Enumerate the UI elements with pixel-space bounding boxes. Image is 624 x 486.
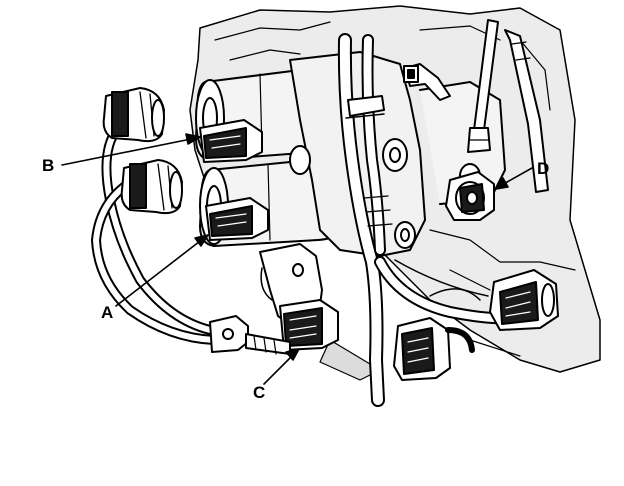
- connector-c: [279, 299, 339, 351]
- lower-middle-connector: [393, 317, 475, 381]
- upper-left-connector-1: [102, 87, 165, 143]
- leader-c-arrowhead: [285, 348, 300, 361]
- callout-leaders: [61, 133, 533, 385]
- main-wire-harness: [337, 33, 393, 407]
- leader-a: [115, 237, 205, 307]
- leader-b: [61, 137, 197, 166]
- callout-label-c: C: [253, 383, 266, 402]
- leader-b-arrowhead: [185, 133, 201, 145]
- sensor-probe: [209, 315, 291, 355]
- vacuum-hose-right: [467, 19, 549, 193]
- callout-label-b: B: [42, 156, 55, 175]
- lower-right-connector: [489, 269, 559, 331]
- leader-d-arrowhead: [495, 177, 509, 190]
- harness-loop-left: [91, 123, 219, 345]
- connector-a: [205, 197, 269, 241]
- connector-b: [199, 119, 263, 163]
- connector-d: [445, 171, 495, 221]
- leader-a-arrowhead: [194, 234, 209, 247]
- callout-label-a: A: [101, 303, 114, 322]
- upper-left-connector-2: [120, 159, 183, 215]
- callout-label-d: D: [537, 159, 550, 178]
- mounting-bracket: [403, 63, 451, 101]
